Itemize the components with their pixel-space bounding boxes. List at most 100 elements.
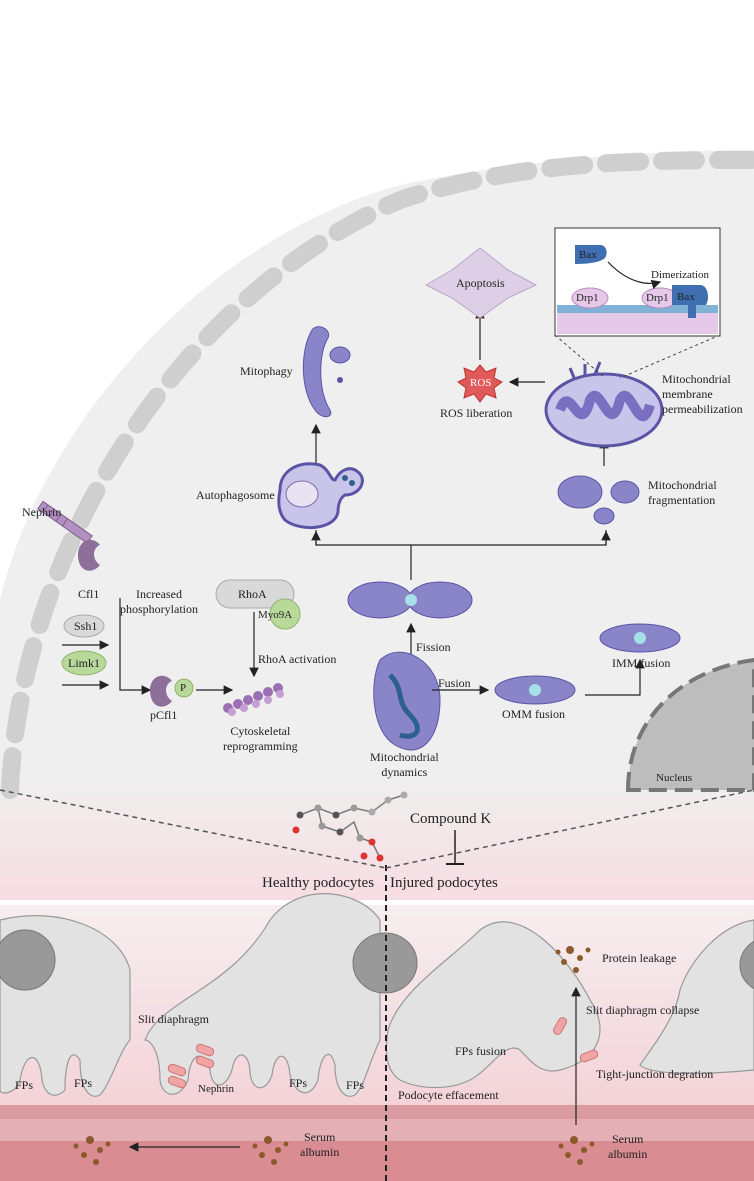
basement-band-3 <box>0 1141 754 1181</box>
albumin-blob-mid <box>252 1136 289 1165</box>
label-fps-fusion: FPs fusion <box>455 1044 507 1058</box>
label-limk1: Limk1 <box>68 656 100 670</box>
label-cfl1: Cfl1 <box>78 587 100 601</box>
nucleus-left <box>0 929 56 991</box>
split-left <box>0 789 387 869</box>
apoptosis-star <box>424 247 538 319</box>
label-cytoskeletal-2: reprogramming <box>223 739 298 753</box>
label-apoptosis: Apoptosis <box>456 276 505 290</box>
label-serum1: Serum albumin <box>300 1130 339 1160</box>
mitophagy-vesicle <box>329 346 351 364</box>
label-tight-junction: Tight-junction degration <box>596 1067 714 1081</box>
basement-band-1 <box>0 1105 754 1119</box>
nucleus-shape <box>625 657 754 792</box>
drp1-shape-1 <box>571 287 609 309</box>
label-frag: Mitochondrial fragmentation <box>648 478 717 508</box>
ros-burst <box>457 364 503 403</box>
label-autophagosome: Autophagosome <box>196 488 275 502</box>
rhoa-pill <box>215 579 295 609</box>
label-phosphorylation: phosphorylation <box>120 602 198 616</box>
myo9a-circle <box>269 598 301 630</box>
label-fps-2: FPs <box>74 1076 93 1090</box>
ssh1-oval <box>63 614 105 638</box>
label-mmp-1: Mitochondrial <box>662 372 731 386</box>
label-ssh1: Ssh1 <box>74 619 98 633</box>
injured-podocyte <box>385 921 601 1089</box>
bax-shape-2 <box>672 285 708 318</box>
label-ros: ROS <box>470 377 492 389</box>
label-rhoa: RhoA <box>238 587 267 601</box>
mmp-mito <box>544 361 664 448</box>
label-pcfl1: pCfl1 <box>150 708 178 722</box>
label-cytoskeletal-1: Cytoskeletal <box>230 724 291 738</box>
injured-podocyte-right <box>639 919 754 1074</box>
label-effacement: Podocyte effacement <box>398 1088 499 1102</box>
label-mmp: Mitochondrial membrane permeabilization <box>662 372 743 417</box>
label-inset-dimerization: Dimerization <box>651 269 710 281</box>
slit-pill-5 <box>553 1017 567 1035</box>
albumin-blob-left <box>73 1136 111 1165</box>
albumin-blob-right <box>558 1136 595 1165</box>
label-serum1-2: albumin <box>300 1145 340 1159</box>
limk1-oval <box>61 650 107 676</box>
label-nephrin-top: Nephrin <box>22 505 62 519</box>
label-dynamics-1: Mitochondrial <box>370 750 439 764</box>
imm-arrow <box>585 658 645 696</box>
label-healthy: Healthy podocytes <box>262 875 375 891</box>
slit-pill-2 <box>195 1055 215 1069</box>
slit-pill-4 <box>167 1075 187 1089</box>
label-fps-3: FPs <box>289 1076 308 1090</box>
omm-mito <box>494 675 576 705</box>
label-frag-2: fragmentation <box>648 493 716 507</box>
cell-membrane <box>1 151 754 799</box>
mitophagy-shape <box>302 326 332 418</box>
label-fission: Fission <box>416 640 451 654</box>
label-compound-k: Compound K <box>410 811 492 827</box>
imm-mito <box>599 623 681 653</box>
label-cytoskeletal: Cytoskeletal reprogramming <box>223 724 298 754</box>
cytoskeleton-filament <box>223 683 284 716</box>
label-inset-drp1-b: Drp1 <box>646 292 669 304</box>
fragmentation-mito <box>557 475 640 525</box>
label-nephrin: Nephrin <box>198 1083 235 1095</box>
inset-callout-left <box>554 334 606 379</box>
label-nucleus: Nucleus <box>656 772 693 784</box>
label-mmp-3: permeabilization <box>662 402 743 416</box>
label-fps-1: FPs <box>15 1078 34 1092</box>
label-serum2: Serum albumin <box>608 1132 647 1162</box>
label-mitophagy: Mitophagy <box>240 364 293 378</box>
label-injured: Injured podocytes <box>390 875 498 891</box>
label-increased: Increased <box>136 587 182 601</box>
label-frag-1: Mitochondrial <box>648 478 717 492</box>
label-inset-bax: Bax <box>579 249 597 261</box>
label-p: P <box>180 682 187 694</box>
label-rhoa-activation: RhoA activation <box>258 652 337 666</box>
label-mmp-2: membrane <box>662 387 713 401</box>
label-slit: Slit diaphragm <box>138 1012 209 1026</box>
label-serum1-1: Serum <box>303 1130 336 1144</box>
label-omm: OMM fusion <box>502 707 566 721</box>
slit-pill-3 <box>167 1063 187 1077</box>
label-protein-leakage: Protein leakage <box>602 951 677 965</box>
label-inset-bax2: Bax <box>677 291 695 303</box>
dynamics-mito <box>373 651 441 751</box>
inset-callout-right <box>619 334 721 379</box>
cfl1-shape <box>78 539 100 571</box>
label-ros-liberation: ROS liberation <box>440 406 513 420</box>
nucleus-center-right <box>352 932 418 994</box>
fission-mito <box>347 581 473 619</box>
label-fps-4: FPs <box>346 1078 365 1092</box>
basement-band-2 <box>0 1119 754 1141</box>
p-circle <box>174 678 194 698</box>
nucleus-right <box>739 940 754 990</box>
pcfl1-shape <box>150 675 172 707</box>
slit-pill-6 <box>579 1049 599 1063</box>
label-serum2-2: albumin <box>608 1147 648 1161</box>
slit-pill-1 <box>195 1043 215 1057</box>
label-fusion: Fusion <box>438 676 471 690</box>
label-increased-phos: Increased phosphorylation <box>120 587 198 617</box>
dimerization-arrow <box>607 261 662 290</box>
label-dynamics-2: dynamics <box>381 765 428 779</box>
